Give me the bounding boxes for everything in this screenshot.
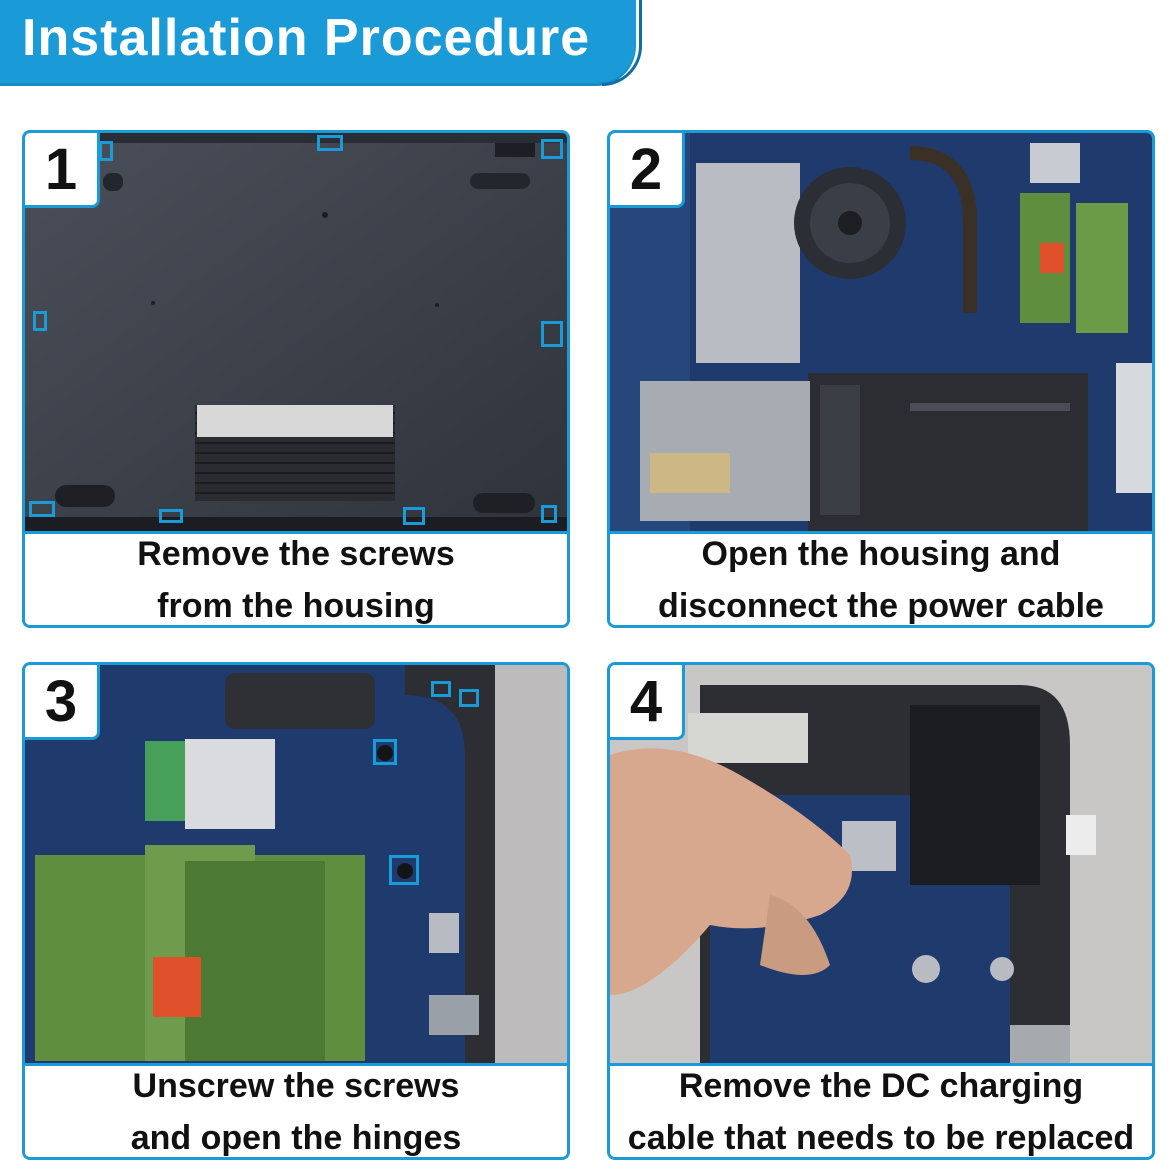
step-4-panel: 4 Remove the DC charging cable that need…: [607, 662, 1155, 1160]
screw-marker: [541, 505, 557, 523]
screw-marker: [459, 689, 479, 707]
page-title: Installation Procedure: [22, 9, 591, 67]
caption-line: cable that needs to be replaced: [627, 1118, 1135, 1157]
screw-marker: [373, 739, 397, 765]
screw-marker: [159, 509, 183, 523]
caption-line: Unscrew the screws: [132, 1066, 460, 1105]
step-2-panel: 2 Open the housing and disconnect the po…: [607, 130, 1155, 628]
step-4-photo: [610, 665, 1152, 1063]
step-number: 2: [610, 133, 685, 208]
screw-marker: [33, 311, 47, 331]
screw-marker: [317, 135, 343, 151]
screw-marker: [541, 139, 563, 159]
caption-line: from the housing: [157, 586, 435, 625]
header-banner: Installation Procedure: [0, 0, 642, 86]
step-number: 1: [25, 133, 100, 208]
step-2-photo: [610, 133, 1152, 531]
step-caption: Open the housing and disconnect the powe…: [610, 531, 1152, 625]
step-3-photo: [25, 665, 567, 1063]
caption-line: Open the housing and: [701, 534, 1061, 573]
caption-line: disconnect the power cable: [658, 586, 1104, 625]
screw-marker: [389, 855, 419, 885]
step-1-panel: 1 Remove the screws from the housing: [22, 130, 570, 628]
step-caption: Remove the DC charging cable that needs …: [610, 1063, 1152, 1157]
step-3-panel: 3 Unscrew the screws and open the hinges: [22, 662, 570, 1160]
step-1-photo: [25, 133, 567, 531]
screw-marker: [541, 321, 563, 347]
caption-line: and open the hinges: [130, 1118, 462, 1157]
step-number: 4: [610, 665, 685, 740]
step-caption: Remove the screws from the housing: [25, 531, 567, 625]
step-number: 3: [25, 665, 100, 740]
step-caption: Unscrew the screws and open the hinges: [25, 1063, 567, 1157]
screw-marker: [29, 501, 55, 517]
screw-marker: [431, 681, 451, 697]
screw-marker: [403, 507, 425, 525]
caption-line: Remove the DC charging: [678, 1066, 1084, 1105]
caption-line: Remove the screws: [137, 534, 455, 573]
screw-marker: [99, 141, 113, 161]
